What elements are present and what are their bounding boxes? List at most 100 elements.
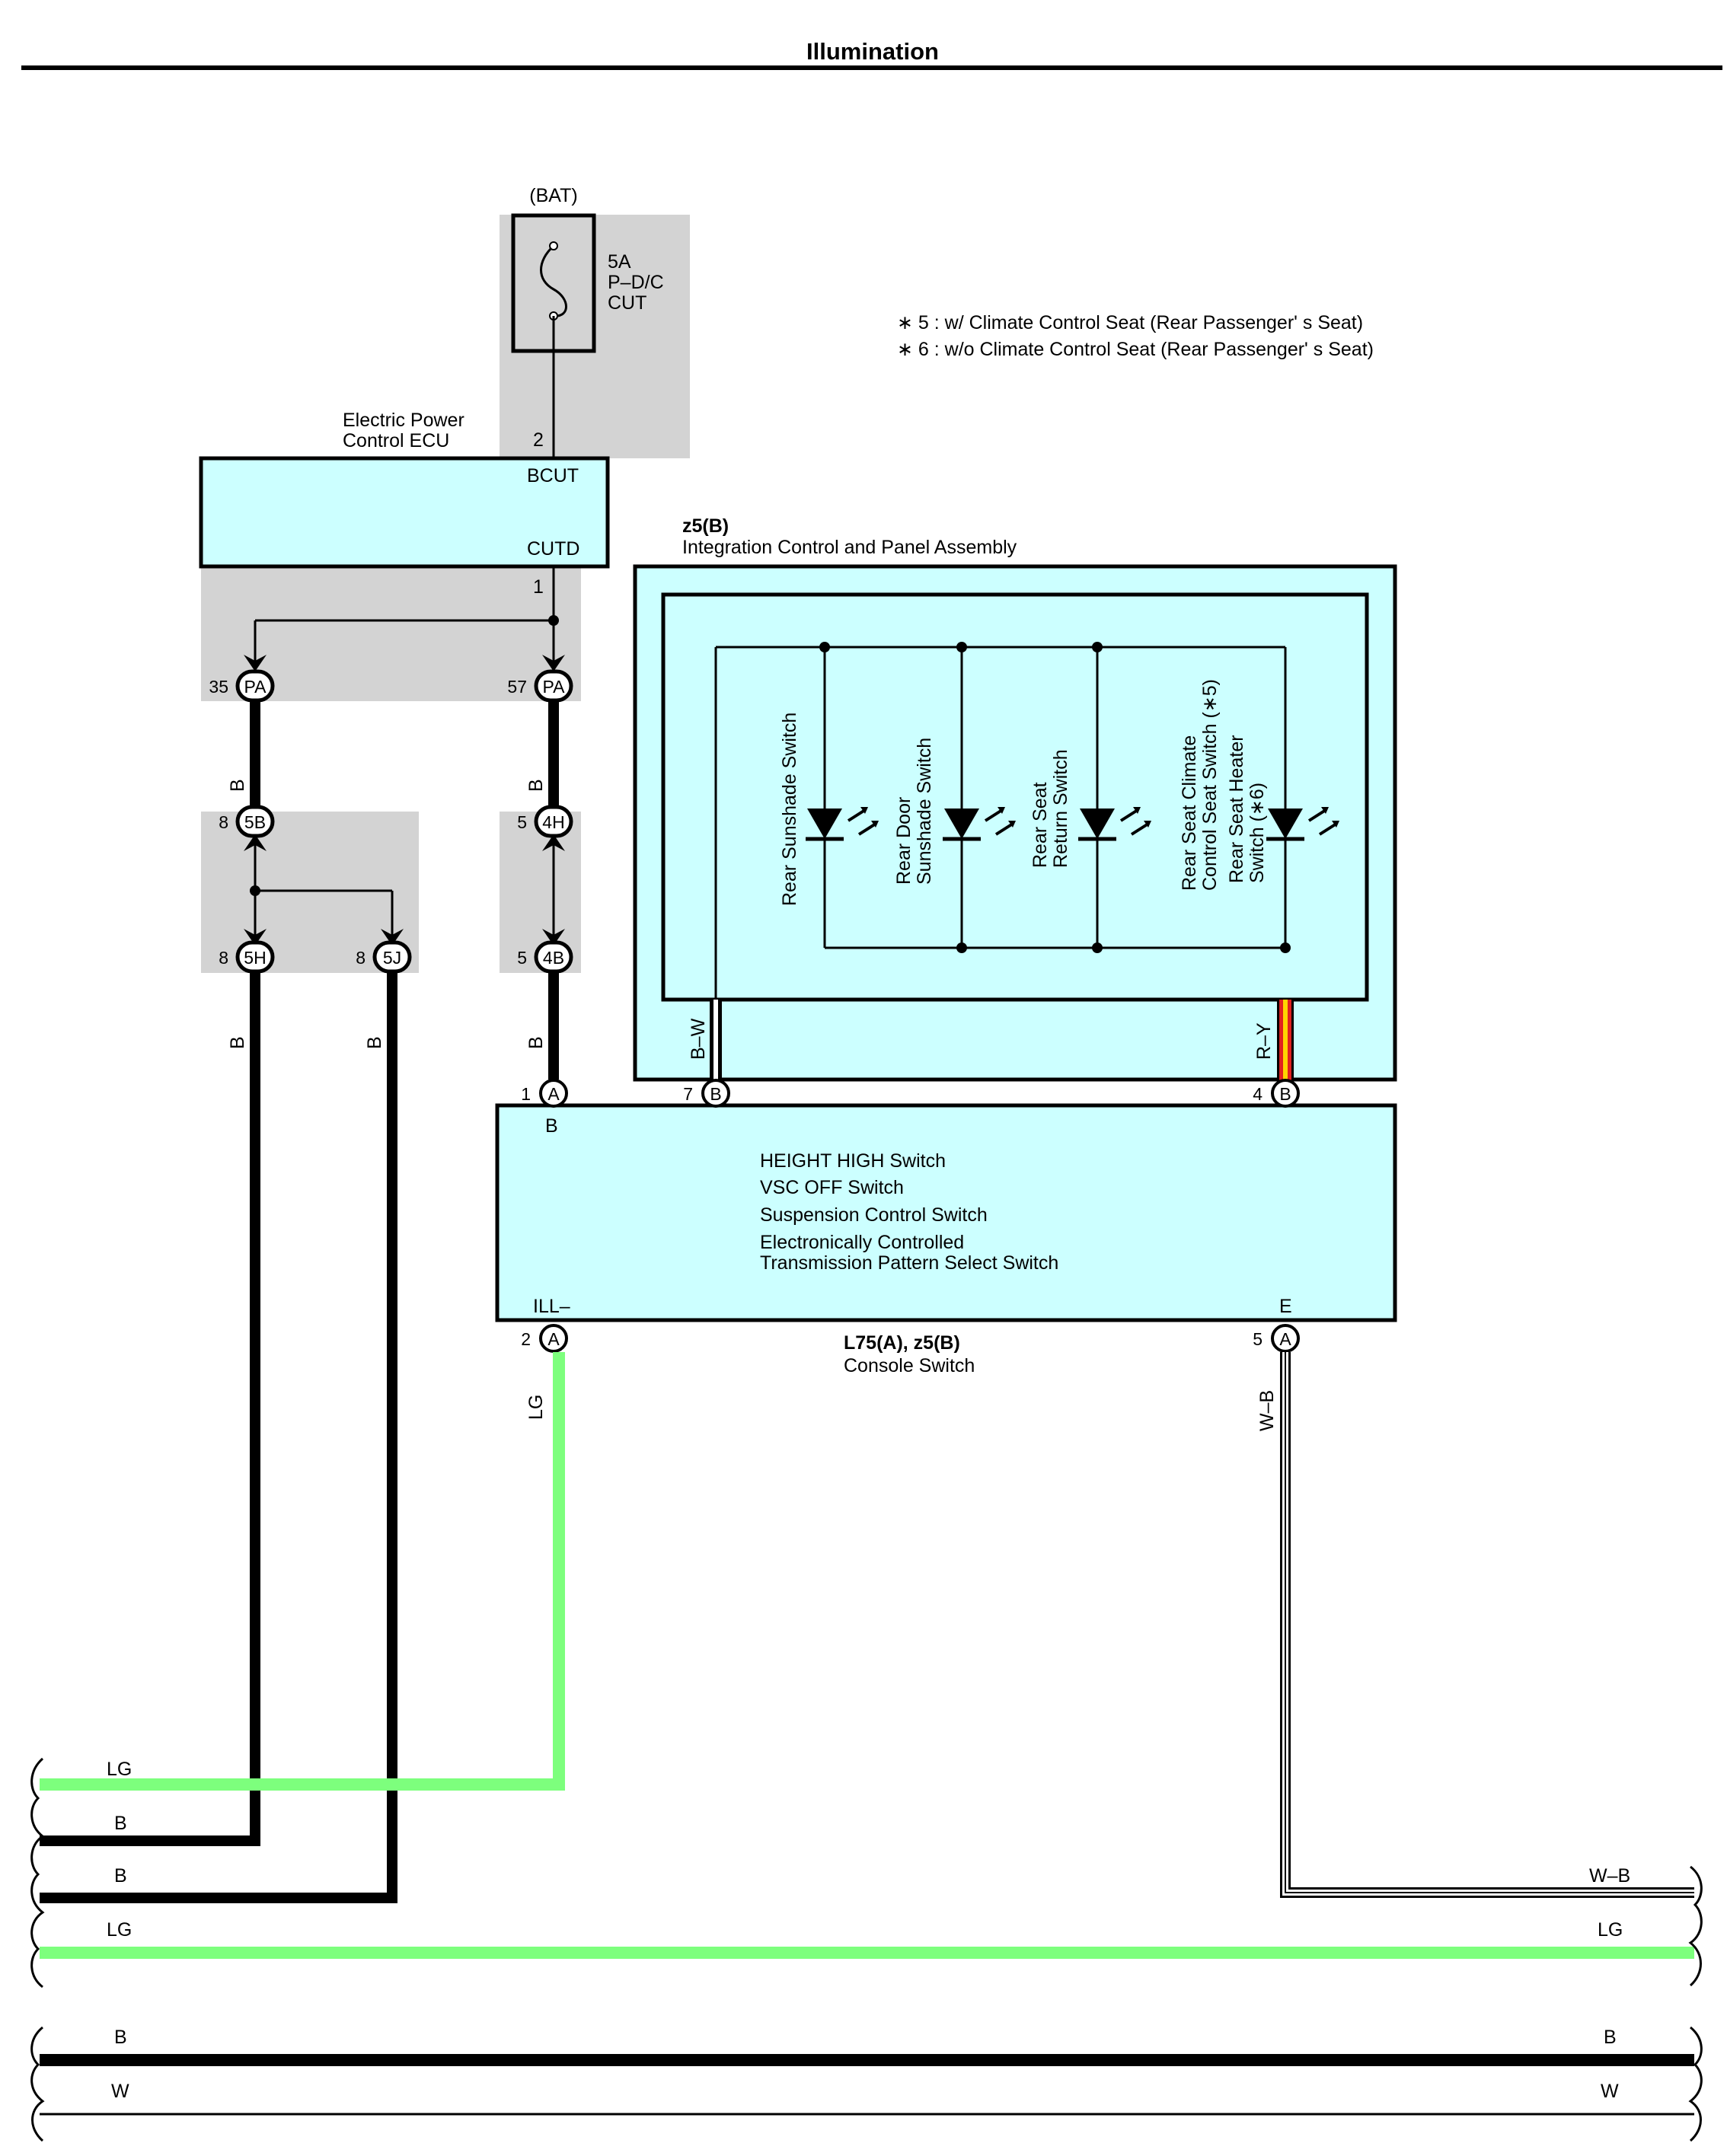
switch-label-rear-door-line2: Sunshade Switch	[914, 738, 935, 885]
connector-code: PA	[543, 677, 566, 697]
led-icon-2	[943, 807, 1016, 841]
integration-name: Integration Control and Panel Assembly	[682, 537, 1017, 558]
switch-label-rear-sunshade: Rear Sunshade Switch	[779, 713, 800, 906]
console-function-4: Electronically Controlled	[760, 1232, 964, 1253]
connector-5h: 5H 8	[219, 940, 275, 974]
connector-code: 4B	[543, 948, 564, 968]
wire-label-b-1: B	[227, 779, 248, 792]
wire-wb	[1280, 1352, 1694, 1898]
switch-label-climate-line2: Control Seat Switch (∗5)	[1199, 679, 1221, 891]
bus-label-w-left: W	[111, 2081, 129, 2102]
fuse-name-line1: P–D/C	[608, 272, 664, 293]
note-6: ∗ 6 : w/o Climate Control Seat (Rear Pas…	[897, 339, 1374, 360]
console-function-2: VSC OFF Switch	[760, 1177, 904, 1198]
console-pin-1: A 1	[521, 1079, 568, 1108]
ecu-term-bcut: BCUT	[527, 465, 579, 486]
splice-ecu	[548, 615, 559, 626]
switch-label-rear-seat-line2: Return Switch	[1050, 749, 1071, 868]
wire-ry	[1277, 1000, 1294, 1089]
led-icon-1	[806, 807, 879, 841]
connector-pin: 35	[209, 677, 228, 697]
splice-5b	[250, 885, 260, 896]
switch-label-climate-line1: Rear Seat Climate	[1179, 735, 1200, 891]
svg-text:B: B	[710, 1084, 721, 1104]
arrow-5h-down-icon	[244, 929, 267, 946]
ecu-box	[199, 456, 610, 569]
arrow-5j-down-icon	[381, 929, 404, 946]
connector-code: 4H	[542, 812, 564, 832]
diagram-title: Illumination	[806, 38, 939, 65]
console-function-1: HEIGHT HIGH Switch	[760, 1150, 946, 1172]
console-term-b: B	[545, 1115, 558, 1137]
bus-label-w-right: W	[1601, 2081, 1619, 2102]
switch-label-heater-line1: Rear Seat Heater	[1226, 735, 1247, 883]
bus-label-lg-2-left: LG	[107, 1919, 132, 1941]
connector-pa-right: PA 57	[507, 669, 573, 703]
arrow-5b-up-icon	[244, 834, 267, 851]
svg-text:B: B	[1279, 1084, 1291, 1104]
ecu-term-cutd: CUTD	[527, 538, 579, 560]
connector-5b: 5B 8	[219, 805, 275, 838]
connector-code: 5B	[244, 812, 266, 832]
svg-text:7: 7	[683, 1084, 693, 1104]
arrow-pa-right-icon	[542, 655, 565, 671]
wire-label-lg-vertical: LG	[525, 1395, 547, 1420]
fuse-name-line2: CUT	[608, 292, 646, 314]
connector-4b: 4B 5	[517, 940, 573, 974]
integration-splices	[819, 642, 1291, 953]
console-term-e: E	[1279, 1296, 1292, 1317]
connector-pin: 5	[517, 948, 527, 968]
svg-text:2: 2	[521, 1329, 531, 1349]
arrow-pa-left-icon	[244, 655, 267, 671]
console-pin-5: A 5	[1253, 1324, 1300, 1353]
bus-label-lg-1: LG	[107, 1759, 132, 1780]
svg-text:1: 1	[521, 1084, 531, 1104]
ecu-name-line1: Electric Power	[343, 410, 464, 431]
svg-text:A: A	[1279, 1329, 1291, 1349]
integration-internal-wires	[714, 646, 1287, 1003]
integration-code: z5(B)	[682, 515, 729, 537]
wire-label-b-3: B	[227, 1036, 248, 1049]
led-icon-4	[1266, 807, 1339, 841]
connector-code: 5H	[244, 948, 266, 968]
wire-label-b-2: B	[525, 779, 547, 792]
console-function-5: Transmission Pattern Select Switch	[760, 1252, 1058, 1274]
switch-label-rear-door-line1: Rear Door	[893, 797, 915, 885]
left-continuation-brackets	[30, 1757, 45, 2142]
note-5: ∗ 5 : w/ Climate Control Seat (Rear Pass…	[897, 312, 1363, 333]
console-pin-7: B 7	[683, 1079, 730, 1108]
bus-label-b-3-right: B	[1604, 2027, 1617, 2048]
ecu-pin-out: 1	[533, 576, 544, 598]
connector-pin: 8	[356, 948, 366, 968]
switch-label-rear-seat-line1: Rear Seat	[1029, 782, 1051, 868]
connector-5j: 5J 8	[356, 940, 412, 974]
console-pin-2: A 2	[521, 1324, 568, 1353]
connector-pin: 8	[219, 948, 228, 968]
connector-pin: 57	[507, 677, 527, 697]
wire-label-b-4: B	[364, 1036, 385, 1049]
integration-inner-box	[661, 592, 1369, 1002]
led-icon-3	[1078, 807, 1151, 841]
fuse-rating: 5A	[608, 251, 631, 273]
wire-lg-ill	[40, 1352, 565, 1791]
connector-pin: 5	[517, 812, 527, 832]
console-code: L75(A), z5(B)	[844, 1332, 960, 1354]
bus-label-b-2: B	[114, 1865, 127, 1886]
right-continuation-brackets	[1688, 1865, 1703, 2142]
connector-code: 5J	[383, 948, 401, 968]
bus-label-wb: W–B	[1589, 1865, 1630, 1886]
fuse-terminal-top	[549, 241, 558, 250]
bus-label-b-1: B	[114, 1813, 127, 1834]
connector-4h: 4H 5	[517, 805, 573, 838]
console-name: Console Switch	[844, 1355, 975, 1376]
fuse-source-label: (BAT)	[529, 185, 577, 206]
bus-label-lg-2-right: LG	[1598, 1919, 1623, 1941]
connector-pa-left: PA 35	[209, 669, 275, 703]
console-pin-4: B 4	[1253, 1079, 1300, 1108]
wire-label-bw: B–W	[688, 1018, 709, 1060]
shaded-regions	[201, 215, 690, 973]
arrow-4b-down-icon	[542, 929, 565, 946]
ecu-name-line2: Control ECU	[343, 430, 449, 451]
wire-bw	[710, 1000, 722, 1089]
